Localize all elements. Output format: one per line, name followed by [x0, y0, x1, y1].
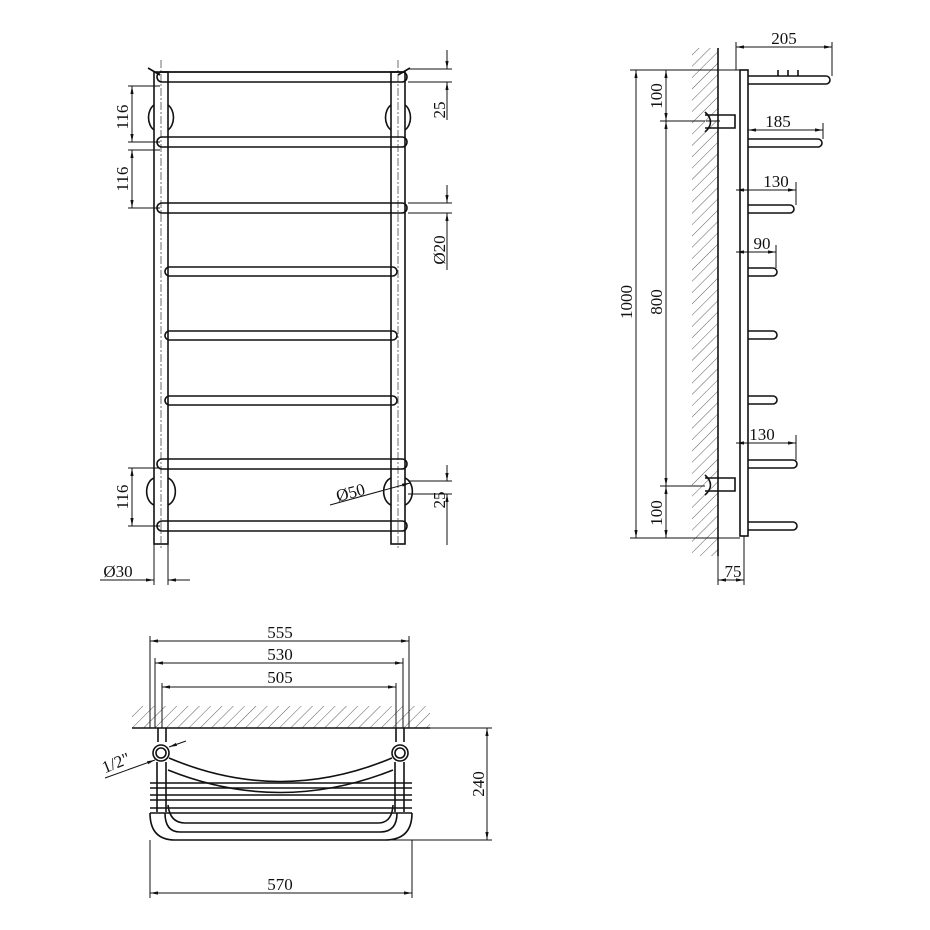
dim-bar-diameter: Ø20 — [430, 235, 449, 264]
wall-hatch-top — [132, 706, 430, 728]
dim-wall-offset: 75 — [725, 562, 742, 581]
dim-flange-diameter: Ø50 — [334, 480, 367, 506]
dim-spacing-top-1: 116 — [113, 105, 132, 130]
dim-top-to-inlet: 100 — [647, 83, 666, 109]
dim-rail-diameter: Ø30 — [103, 562, 132, 581]
dim-outlet-to-bottom: 100 — [647, 500, 666, 526]
crossbars — [156, 71, 408, 532]
dim-width-2: 530 — [267, 645, 293, 664]
dim-width-3: 505 — [267, 668, 293, 687]
dim-depth-total: 205 — [771, 29, 797, 48]
dim-top-offset: 25 — [430, 102, 449, 119]
front-view: 116 116 116 25 25 Ø20 Ø50 Ø30 — [100, 50, 452, 585]
dim-depth-5: 130 — [749, 425, 775, 444]
top-view: 555 530 505 1/2" 240 570 — [99, 623, 492, 898]
dim-center-distance: 800 — [647, 289, 666, 315]
dim-height-total: 1000 — [617, 285, 636, 319]
dim-spacing-top-2: 116 — [113, 167, 132, 192]
dim-bottom-offset: 25 — [430, 492, 449, 509]
dim-width-total: 570 — [267, 875, 293, 894]
dim-width-1: 555 — [267, 623, 293, 642]
dim-depth-4: 90 — [754, 234, 771, 253]
side-view: 205 185 130 90 130 1000 800 100 100 75 — [617, 29, 833, 585]
dim-depth-3: 130 — [763, 172, 789, 191]
dim-depth-2: 185 — [765, 112, 791, 131]
dim-depth: 240 — [469, 771, 488, 797]
wall-hatch — [692, 48, 718, 556]
dim-spacing-bottom: 116 — [113, 485, 132, 510]
dim-thread: 1/2" — [99, 749, 133, 777]
side-rail — [739, 69, 749, 537]
